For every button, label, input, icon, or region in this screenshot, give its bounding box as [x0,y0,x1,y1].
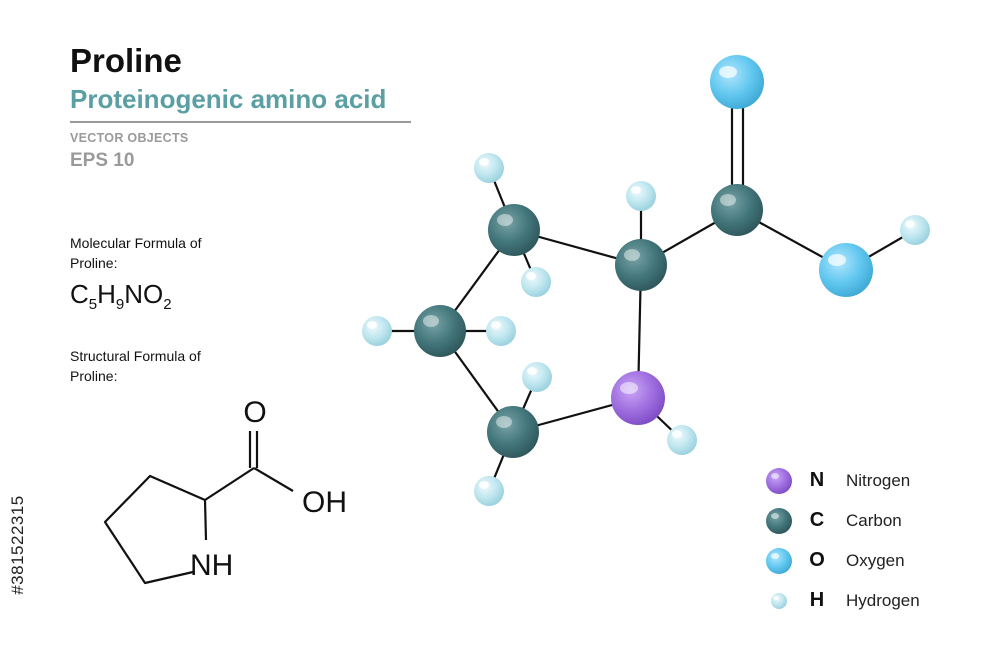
hydrogen-atom [522,362,552,392]
hydrogen-atom [667,425,697,455]
legend-name-nitrogen: Nitrogen [846,471,911,490]
hydrogen-atom [900,215,930,245]
carbon-atom [711,184,763,236]
carbon-atom [615,239,667,291]
o-atom-label: O [243,396,266,429]
formula-no: NO [124,279,164,309]
eps-label: EPS 10 [70,150,135,171]
legend-oxygen-swatch [766,548,792,574]
hydrogen-atom [474,476,504,506]
hydrogen-atom [474,153,504,183]
formula-h-count: 9 [115,296,125,313]
formula-h: H [97,279,116,309]
ring-bonds [103,467,255,585]
page-title: Proline [70,42,182,79]
hydrogen-atom [521,267,551,297]
molecular-formula: C5H9NO2 [70,279,172,312]
formula-o-count: 2 [163,296,172,313]
legend-name-carbon: Carbon [846,511,902,530]
hydrogen-atom [362,316,392,346]
legend-swatches [766,468,792,609]
oxygen-atom [710,55,764,109]
nh-label: NH [190,549,233,582]
vector-objects-label: VECTOR OBJECTS [70,131,189,145]
legend-carbon-swatch [766,508,792,534]
ring-nh-bond [203,499,208,541]
page-subtitle: Proteinogenic amino acid [70,84,387,114]
side-id-label: #381522315 [8,495,27,595]
legend-symbol-o: O [809,549,825,571]
legend-symbol-n: N [809,469,825,491]
legend-symbol-h: H [809,589,825,611]
side-id-text: #381522315 [8,435,28,655]
legend-symbol-c: C [809,509,825,531]
legend-name-hydrogen: Hydrogen [846,591,920,610]
structural-formula [103,431,294,585]
hydrogen-atom [626,181,656,211]
hydrogen-atom [486,316,516,346]
formula-c: C [70,279,89,309]
legend-name-oxygen: Oxygen [846,551,905,570]
model-atoms [362,55,930,506]
structural-formula-label: Structural Formula of Proline: [70,348,201,384]
molecular-formula-label: Molecular Formula of Proline: [70,235,202,271]
title-divider [70,121,411,123]
formula-c-count: 5 [88,296,98,313]
oh-label: OH [302,486,347,519]
carbon-atom [487,406,539,458]
legend-nitrogen-swatch [766,468,792,494]
oh-bond [253,467,294,492]
nitrogen-atom [611,371,665,425]
oxygen-atom [819,243,873,297]
legend-hydrogen-swatch [771,593,787,609]
carbon-atom [414,305,466,357]
carbon-atom [488,204,540,256]
